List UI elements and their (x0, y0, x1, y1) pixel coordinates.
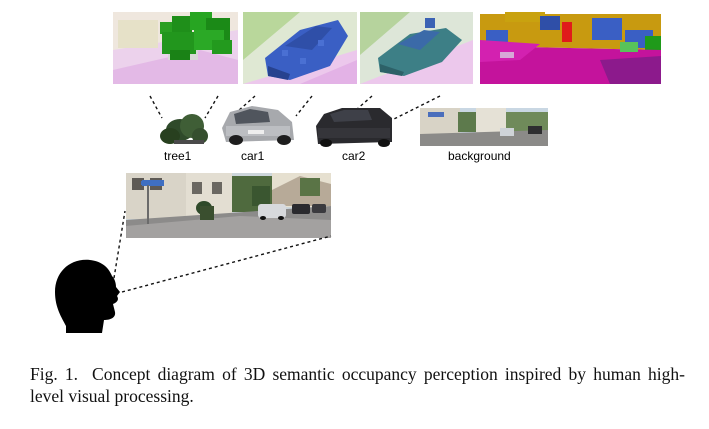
figure-caption: Fig. 1.Concept diagram of 3D semantic oc… (30, 363, 685, 407)
caption-text: Concept diagram of 3D semantic occupancy… (30, 364, 685, 406)
voxel-panel-background (480, 12, 661, 84)
voxel-panel-car2 (360, 12, 473, 84)
sight-lines (112, 210, 332, 293)
crop-background (420, 108, 548, 146)
label-car1: car1 (241, 149, 265, 163)
concept-diagram (55, 12, 661, 333)
crop-car1 (222, 106, 294, 145)
crop-car2 (316, 108, 392, 147)
voxel-panel-car1 (243, 12, 357, 84)
label-car2: car2 (342, 149, 366, 163)
label-tree1: tree1 (164, 149, 192, 163)
label-background: background (448, 149, 511, 163)
street-scene-image (126, 173, 331, 238)
caption-number: Fig. 1. (30, 364, 79, 384)
crop-tree1 (160, 114, 208, 145)
human-head-silhouette-icon (55, 259, 120, 333)
voxel-panel-tree1 (113, 12, 238, 84)
